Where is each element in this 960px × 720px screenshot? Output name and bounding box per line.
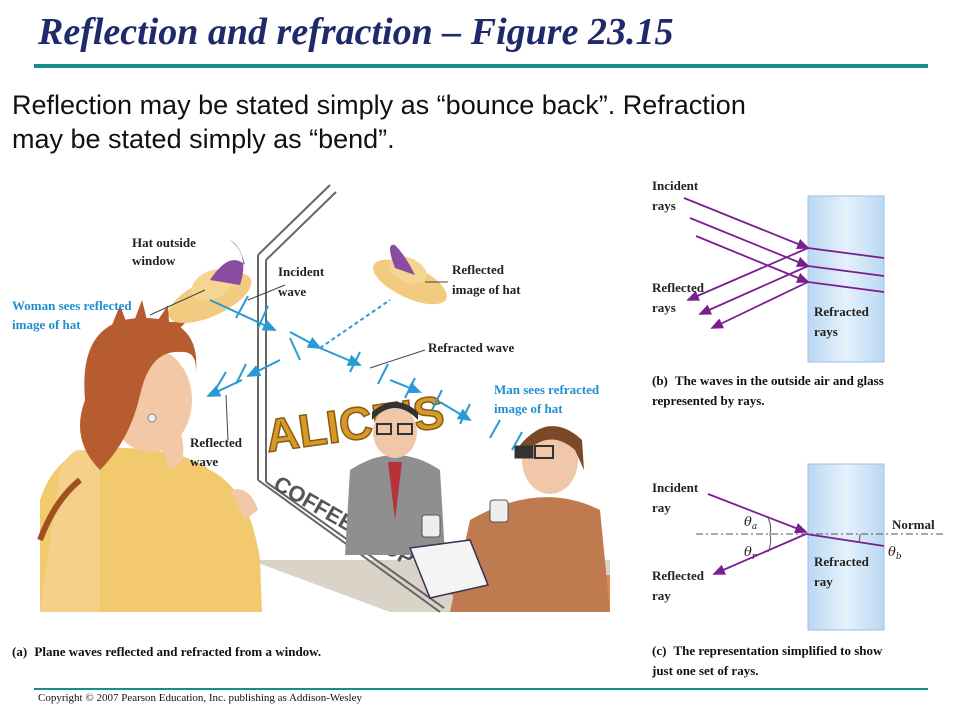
angle-arc-b [857, 533, 861, 544]
copyright-text: Copyright © 2007 Pearson Education, Inc.… [38, 692, 362, 704]
intro-text: Reflection may be stated simply as “boun… [12, 88, 912, 156]
man-center [345, 402, 445, 555]
sign-word: ALICE'S [262, 385, 447, 461]
label-c-refracted-2: ray [814, 574, 833, 589]
callout-lines [149, 281, 448, 441]
label-b-reflected: Reflected [652, 280, 705, 295]
label-reflected-image-2: image of hat [452, 282, 521, 297]
caption-b-letter: (b) [652, 373, 668, 388]
caption-c-2: just one set of rays. [651, 663, 759, 678]
book [408, 539, 490, 599]
reflected-ray-1 [686, 247, 809, 301]
glass-block-b [807, 195, 885, 363]
label-reflected-wave-2: wave [190, 454, 218, 469]
label-man-sees-2: image of hat [494, 401, 563, 416]
caption-a-text: Plane waves reflected and refracted from… [34, 644, 321, 659]
label-b-refracted-2: rays [814, 324, 838, 339]
caption-a-letter: (a) [12, 644, 27, 659]
title-divider [34, 64, 928, 68]
caption-b-1: (b) The waves in the outside air and gla… [652, 373, 884, 388]
label-c-incident: Incident [652, 480, 699, 495]
figure-b: Incident rays Reflected rays Refracted r… [652, 178, 885, 408]
label-woman-sees: Woman sees reflected [12, 298, 132, 313]
reflected-ray-3 [710, 281, 809, 329]
cups [421, 499, 509, 538]
label-incident-wave: Incident [278, 264, 325, 279]
label-reflected-image: Reflected [452, 262, 505, 277]
label-incident-wave-2: wave [278, 284, 306, 299]
label-refracted-wave: Refracted wave [428, 340, 514, 355]
hat-outside [168, 240, 252, 324]
angle-arc-a [767, 517, 772, 535]
reflected-ray-c [712, 533, 807, 575]
label-c-incident-2: ray [652, 500, 671, 515]
reflected-ray-2 [698, 265, 809, 315]
caption-b-2: represented by rays. [652, 393, 765, 408]
refracted-ray-c [805, 533, 885, 547]
theta-r: θr [744, 545, 757, 562]
intro-line-1: Reflection may be stated simply as “boun… [12, 90, 746, 120]
label-b-refracted: Refracted [814, 304, 870, 319]
theta-b: θb [888, 545, 902, 562]
incident-ray-c [707, 493, 808, 534]
refracted-ray-3 [807, 281, 885, 293]
slide-title: Reflection and refraction – Figure 23.15 [38, 11, 674, 53]
refracted-ray-2 [807, 265, 885, 277]
hat-reflected-image [373, 244, 447, 305]
label-man-sees: Man sees refracted [494, 382, 600, 397]
caption-c-letter: (c) [652, 643, 666, 658]
woman [37, 300, 262, 612]
label-c-refracted: Refracted [814, 554, 870, 569]
label-c-normal: Normal [892, 517, 935, 532]
label-c-reflected: Reflected [652, 568, 705, 583]
label-woman-sees-2: image of hat [12, 317, 81, 332]
caption-c-1: (c) The representation simplified to sho… [652, 643, 883, 658]
label-reflected-wave: Reflected [190, 435, 243, 450]
label-hat-outside-2: window [132, 253, 176, 268]
wave-fronts [206, 295, 523, 451]
caption-a: (a) Plane waves reflected and refracted … [12, 644, 321, 659]
glass-block-c [807, 463, 885, 631]
label-b-incident: Incident [652, 178, 699, 193]
incident-ray-2 [689, 217, 810, 267]
caption-b-text-1: The waves in the outside air and glass [675, 373, 884, 388]
label-c-reflected-2: ray [652, 588, 671, 603]
figure-c: θa θr θb Incident ray Normal Reflected r… [651, 463, 946, 678]
figure-a: ALICE'S COFFEE SHOP [12, 184, 610, 659]
incident-ray-1 [683, 197, 810, 249]
theta-a: θa [744, 515, 757, 532]
label-b-incident-2: rays [652, 198, 676, 213]
refracted-ray-1 [807, 247, 885, 259]
footer-divider [34, 688, 928, 690]
intro-line-2: may be stated simply as “bend”. [12, 124, 395, 154]
label-b-reflected-2: rays [652, 300, 676, 315]
angle-arc-r [767, 533, 772, 553]
label-hat-outside: Hat outside [132, 235, 196, 250]
caption-c-text-1: The representation simplified to show [673, 643, 883, 658]
man-right [450, 426, 610, 612]
